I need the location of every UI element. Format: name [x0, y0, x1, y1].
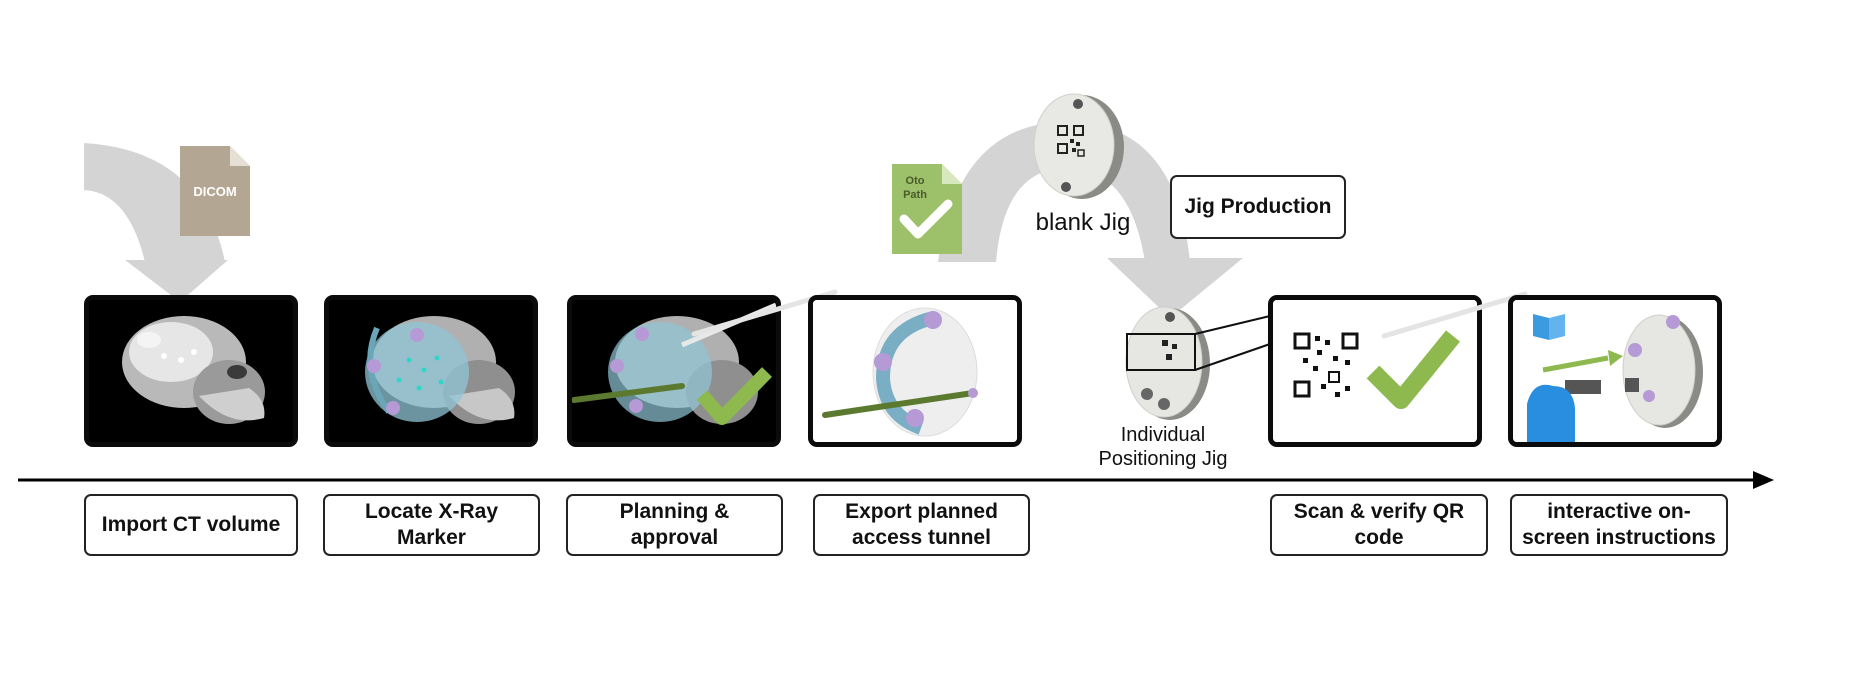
individual-jig-caption-line1: Individual — [1120, 424, 1206, 446]
individual-jig-image — [1125, 306, 1271, 420]
step-label-instructions: interactive on-screen instructions — [1510, 494, 1728, 556]
jig-production-arrow — [938, 122, 1243, 318]
otopath-document-icon — [892, 164, 962, 254]
step-label-import-ct: Import CT volume — [84, 494, 298, 556]
blank-jig-image — [1033, 93, 1124, 199]
book-icon — [1533, 314, 1565, 340]
blank-jig-caption: blank Jig — [1035, 209, 1131, 236]
instructions-screen — [1508, 295, 1722, 447]
stylus-pen-icon-2 — [1381, 291, 1528, 339]
skull-xray-image — [89, 300, 293, 442]
individual-jig-caption-line2: Positioning Jig — [1098, 448, 1228, 470]
skull-marker-image — [329, 300, 533, 442]
jig-tunnel-image — [813, 300, 1017, 442]
qr-scan-screen — [1268, 295, 1482, 447]
skull-planning-image — [572, 300, 776, 442]
timeline-arrow — [18, 471, 1774, 489]
otopath-label-line2: Path — [903, 189, 927, 201]
jig-production-box: Jig Production — [1170, 175, 1346, 239]
export-tunnel-screen — [808, 295, 1022, 447]
assembly-instructions-image — [1513, 300, 1717, 442]
xray-marker-screen — [324, 295, 538, 447]
step-label-scan-qr: Scan & verify QR code — [1270, 494, 1488, 556]
qr-code-icon — [1293, 332, 1359, 398]
dicom-document-icon — [180, 146, 250, 236]
step-label-export-tunnel: Export planned access tunnel — [813, 494, 1030, 556]
ct-import-screen — [84, 295, 298, 447]
dicom-label: DICOM — [193, 184, 237, 199]
qr-code-verify-image — [1273, 300, 1477, 442]
step-label-locate-marker: Locate X-Ray Marker — [323, 494, 540, 556]
step-label-planning: Planning & approval — [566, 494, 783, 556]
otopath-label-line1: Oto — [905, 175, 925, 187]
planning-screen — [567, 295, 781, 447]
